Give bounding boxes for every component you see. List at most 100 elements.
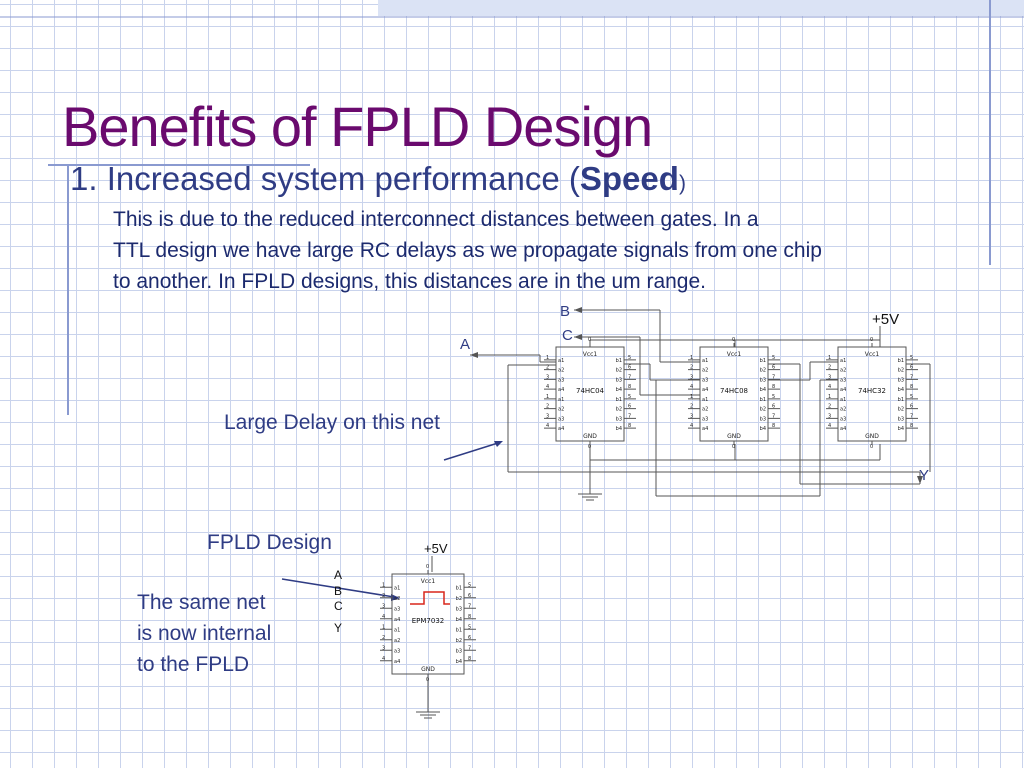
gnd-pin-label: GND bbox=[865, 433, 879, 440]
right-pin-num: 6 bbox=[628, 404, 631, 410]
right-pin-num: 6 bbox=[628, 365, 631, 371]
body-line-3: to another. In FPLD designs, this distan… bbox=[113, 270, 707, 293]
right-pin-num: 7 bbox=[468, 603, 471, 609]
left-pin-label: a2 bbox=[840, 407, 846, 413]
right-pin-label: b3 bbox=[616, 377, 622, 383]
left-pin-label: a4 bbox=[394, 617, 400, 623]
left-pin-label: a4 bbox=[840, 426, 846, 432]
left-pin-num: 1 bbox=[690, 394, 693, 400]
left-pin-num: 4 bbox=[828, 423, 831, 429]
right-pin-num: 5 bbox=[628, 394, 631, 400]
left-pin-label: a4 bbox=[394, 659, 400, 665]
left-pin-num: 1 bbox=[690, 355, 693, 361]
gnd-pin-label: GND bbox=[727, 433, 741, 440]
left-pin-num: 2 bbox=[382, 593, 385, 599]
left-pin-num: 3 bbox=[828, 413, 831, 419]
left-pin-num: 4 bbox=[690, 384, 693, 390]
right-pin-label: b4 bbox=[456, 617, 462, 623]
right-pin-label: b2 bbox=[456, 638, 462, 644]
left-pin-num: 2 bbox=[828, 365, 831, 371]
right-pin-num: 6 bbox=[772, 365, 775, 371]
right-pin-num: 5 bbox=[910, 355, 913, 361]
top-pin-num: 0 bbox=[588, 337, 591, 343]
right-pin-label: b3 bbox=[760, 416, 766, 422]
right-pin-num: 6 bbox=[910, 365, 913, 371]
bottom-pin-num: 0 bbox=[426, 677, 429, 683]
left-pin-label: a2 bbox=[394, 596, 400, 602]
gnd-pin-label: GND bbox=[421, 666, 435, 673]
body-line-2: TTL design we have large RC delays as we… bbox=[113, 239, 822, 262]
right-pin-num: 5 bbox=[772, 394, 775, 400]
left-pin-label: a3 bbox=[558, 377, 564, 383]
right-pin-num: 5 bbox=[772, 355, 775, 361]
left-pin-label: a2 bbox=[840, 368, 846, 374]
same-net-line-2: is now internal bbox=[137, 622, 272, 645]
chip-label: 74HC04 bbox=[576, 387, 605, 395]
gnd-pin-label: GND bbox=[583, 433, 597, 440]
left-pin-label: a1 bbox=[702, 397, 708, 403]
right-pin-num: 6 bbox=[468, 593, 471, 599]
left-pin-label: a3 bbox=[702, 377, 708, 383]
bullet-text: Increased system performance ( bbox=[106, 160, 580, 197]
vcc-pin-label: Vcc1 bbox=[421, 578, 436, 585]
right-pin-num: 8 bbox=[910, 384, 913, 390]
left-pin-num: 1 bbox=[828, 394, 831, 400]
left-pin-label: a4 bbox=[840, 387, 846, 393]
bullet-point: 1. Increased system performance (Speed) bbox=[70, 160, 686, 198]
right-pin-num: 7 bbox=[468, 645, 471, 651]
left-pin-num: 2 bbox=[690, 404, 693, 410]
bullet-number: 1. bbox=[70, 160, 98, 197]
left-pin-num: 2 bbox=[690, 365, 693, 371]
right-pin-num: 7 bbox=[910, 413, 913, 419]
top-pin-num: 0 bbox=[426, 564, 429, 570]
left-pin-num: 4 bbox=[690, 423, 693, 429]
left-pin-num: 4 bbox=[546, 384, 549, 390]
left-pin-label: a3 bbox=[840, 416, 846, 422]
right-pin-label: b3 bbox=[616, 416, 622, 422]
vcc-pin-label: Vcc1 bbox=[583, 351, 598, 358]
right-pin-label: b4 bbox=[456, 659, 462, 665]
right-pin-num: 7 bbox=[772, 413, 775, 419]
right-pin-num: 6 bbox=[772, 404, 775, 410]
right-pin-label: b4 bbox=[616, 387, 622, 393]
right-pin-label: b3 bbox=[760, 377, 766, 383]
right-pin-num: 5 bbox=[468, 624, 471, 630]
right-pin-num: 7 bbox=[910, 374, 913, 380]
right-pin-num: 8 bbox=[772, 423, 775, 429]
left-pin-num: 4 bbox=[382, 614, 385, 620]
net-label-y: Y bbox=[919, 467, 930, 484]
right-pin-label: b3 bbox=[898, 416, 904, 422]
left-pin-label: a4 bbox=[558, 426, 564, 432]
left-pin-num: 2 bbox=[546, 404, 549, 410]
body-line-1: This is due to the reduced interconnect … bbox=[113, 208, 759, 231]
vcc-pin-label: Vcc1 bbox=[865, 351, 880, 358]
left-pin-num: 2 bbox=[546, 365, 549, 371]
left-pin-num: 3 bbox=[690, 413, 693, 419]
right-pin-num: 8 bbox=[468, 656, 471, 662]
left-pin-num: 1 bbox=[382, 624, 385, 630]
left-pin-num: 3 bbox=[382, 645, 385, 651]
chip-label: 74HC32 bbox=[858, 387, 886, 395]
right-pin-num: 8 bbox=[628, 423, 631, 429]
left-pin-label: a3 bbox=[394, 606, 400, 612]
left-pin-label: a4 bbox=[702, 426, 708, 432]
left-pin-num: 4 bbox=[828, 384, 831, 390]
left-pin-num: 3 bbox=[546, 413, 549, 419]
right-pin-label: b4 bbox=[760, 426, 766, 432]
bottom-pin-num: 0 bbox=[870, 444, 873, 450]
right-pin-label: b4 bbox=[760, 387, 766, 393]
net-label-a: A bbox=[460, 336, 471, 353]
bullet-bold: Speed bbox=[579, 160, 679, 197]
right-pin-num: 8 bbox=[910, 423, 913, 429]
left-pin-label: a3 bbox=[840, 377, 846, 383]
right-pin-label: b1 bbox=[456, 585, 462, 591]
right-pin-label: b2 bbox=[898, 407, 904, 413]
left-pin-num: 4 bbox=[382, 656, 385, 662]
left-pin-num: 2 bbox=[828, 404, 831, 410]
bottom-pin-num: 0 bbox=[732, 444, 735, 450]
